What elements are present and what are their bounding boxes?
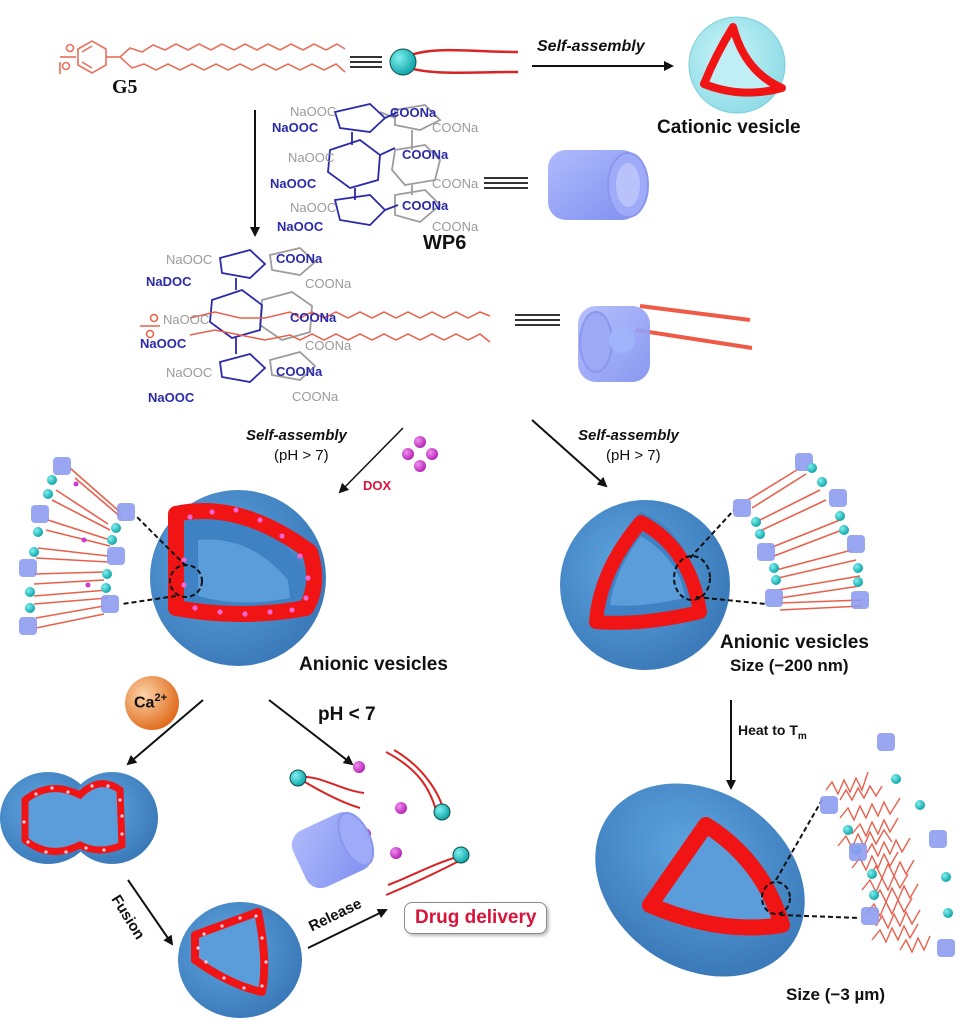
heat-label: Heat to Tm <box>738 722 807 742</box>
wp6-label-front-3: COONa <box>402 147 449 162</box>
complex-label-back-3: NaOOC <box>163 312 210 327</box>
ph-right-label: (pH > 7) <box>606 447 661 464</box>
complex-label-front-3: COONa <box>290 310 337 325</box>
released-wp6-tube <box>291 812 375 889</box>
anionic-vesicle-right <box>560 500 767 670</box>
cationic-vesicle <box>688 16 786 114</box>
calcium-label: Ca2+ <box>134 692 167 712</box>
anionic-vesicle-dox <box>121 490 326 666</box>
self-assembly-top-label: Self-assembly <box>537 38 645 55</box>
drug-delivery-box: Drug delivery <box>404 902 548 934</box>
wp6-label-back-3: NaOOC <box>288 150 335 165</box>
bilayer-detail-large <box>825 771 931 954</box>
wp6-label-back-2: COONa <box>432 120 479 135</box>
heat-text: Heat to T <box>738 722 798 738</box>
bilayer-detail-large-heads <box>820 733 955 957</box>
complex-label-back-5: NaOOC <box>166 365 213 380</box>
anionic-vesicles-left-label: Anionic vesicles <box>299 654 448 675</box>
large-vesicle <box>595 783 861 977</box>
cationic-vesicle-label: Cationic vesicle <box>657 117 801 138</box>
dox-label: DOX <box>363 478 392 493</box>
complex-label-front-4: NaOOC <box>140 336 187 351</box>
self-assembly-left-label: Self-assembly <box>246 427 347 444</box>
complex-label-back-4: COONa <box>305 338 352 353</box>
self-assembly-right-label: Self-assembly <box>578 427 679 444</box>
complex-label-back-2: COONa <box>305 276 352 291</box>
complex-label-front-5: COONa <box>276 364 323 379</box>
bilayer-detail-right <box>747 467 863 611</box>
wp6-label-front-4: NaOOC <box>270 176 317 191</box>
wp6-label-front-1: COONa <box>390 105 437 120</box>
wp6-label-back-5: NaOOC <box>290 200 337 215</box>
ph-acid-label: pH < 7 <box>318 704 376 725</box>
complex-label-back-6: COONa <box>292 389 339 404</box>
arrow-fusion <box>127 879 174 946</box>
g5-chain-bottom <box>119 56 346 73</box>
wp6-label-back-1: NaOOC <box>290 104 337 119</box>
fused-large-vesicle <box>178 902 302 1018</box>
complex-label-front-2: NaDOC <box>146 274 192 289</box>
dox-molecules <box>402 436 438 472</box>
wp6-label-back-6: COONa <box>432 219 479 234</box>
g5-structure <box>59 40 346 74</box>
arrow-ph-acid <box>268 699 354 766</box>
bilayer-detail-left <box>33 467 123 629</box>
g5-chain-top <box>119 43 346 58</box>
size-small-label: Size (−200 nm) <box>730 656 849 675</box>
calcium-ion-icon <box>125 676 179 730</box>
wp6-structure <box>327 103 442 226</box>
arrow-ca-fusion <box>126 699 204 766</box>
arrow-release <box>307 909 388 949</box>
complex-chain-top <box>189 311 491 319</box>
wp6-label-front-2: NaOOC <box>272 120 319 135</box>
wp6-label-front-5: COONa <box>402 198 449 213</box>
fused-vesicle <box>0 772 158 864</box>
released-components <box>289 749 470 896</box>
ph-left-label: (pH > 7) <box>274 447 329 464</box>
calcium-symbol: Ca <box>134 694 155 712</box>
g5-label: G5 <box>112 76 138 98</box>
arrow-self-assembly-dox <box>338 427 404 494</box>
size-large-label: Size (−3 µm) <box>786 985 886 1004</box>
equivalence-sign-3 <box>515 314 560 326</box>
g5-cartoon <box>389 48 519 76</box>
wp6-label: WP6 <box>423 232 467 254</box>
equivalence-sign-1 <box>350 56 382 68</box>
complex-label-front-1: COONa <box>276 251 323 266</box>
complex-label-back-1: NaOOC <box>166 252 213 267</box>
heat-subscript: m <box>797 730 807 742</box>
bilayer-detail-left-heads <box>19 457 135 635</box>
complex-structure <box>140 247 491 383</box>
wp6-label-back-4: COONa <box>432 176 479 191</box>
wp6-label-front-6: NaOOC <box>277 219 324 234</box>
arrow-self-assembly-right <box>531 419 608 488</box>
complex-cartoon <box>578 304 753 382</box>
complex-chain-bottom <box>189 329 491 343</box>
wp6-tube-cartoon <box>548 150 649 220</box>
complex-label-front-6: NaOOC <box>148 390 195 405</box>
equivalence-sign-2 <box>484 177 528 189</box>
anionic-vesicles-right-label: Anionic vesicles <box>720 632 869 653</box>
calcium-charge: 2+ <box>154 692 167 704</box>
